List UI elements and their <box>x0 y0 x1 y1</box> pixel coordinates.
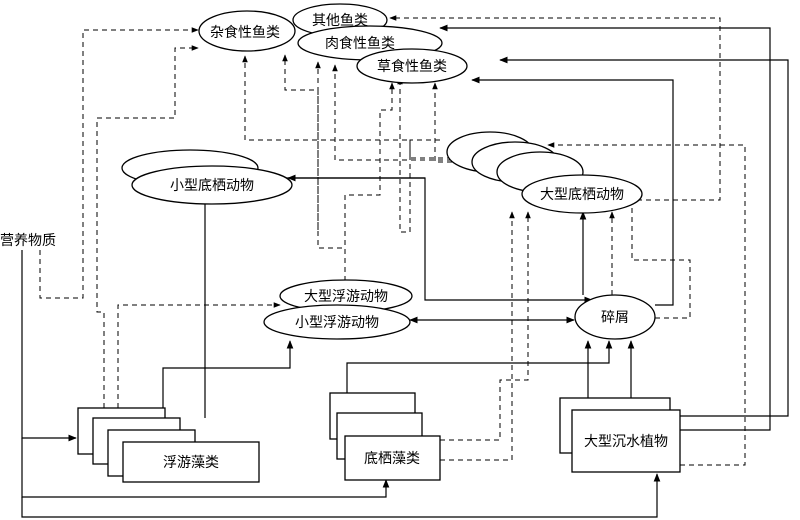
carnivorous-fish-label: 肉食性鱼类 <box>325 35 395 52</box>
dashed-large-zoo-omnivore <box>282 54 319 230</box>
small-benthos-node[interactable] <box>131 165 293 205</box>
flow-macrophytes-herbivorous-fish <box>499 56 789 417</box>
benthic-algae-label: 底栖藻类 <box>364 451 420 467</box>
large-benthos-node[interactable] <box>521 174 643 214</box>
dashed-benthic-algae-large-benthos-2 <box>395 211 531 441</box>
detritus-node[interactable] <box>574 294 656 340</box>
dashed-benthic-algae-large-benthos <box>440 211 515 461</box>
phytoplankton-box[interactable] <box>122 441 260 483</box>
small-benthos-label: 小型底栖动物 <box>170 178 254 194</box>
large-benthos-label: 大型底栖动物 <box>540 187 624 203</box>
zooplankton-group: 大型浮游动物 小型浮游动物 <box>263 279 413 340</box>
flow-benthic-algae-detritus <box>346 340 613 393</box>
detritus-label: 碎屑 <box>601 310 629 326</box>
dashed-phytoplankton-omnivore-2 <box>96 45 199 408</box>
macrophytes-box[interactable] <box>571 409 681 473</box>
herbivorous-fish-label: 草食性鱼类 <box>377 58 447 75</box>
fish-cluster: 其他鱼类 杂食性鱼类 肉食性鱼类 草食性鱼类 <box>198 3 468 84</box>
macrophytes-stack: 大型沉水植物 <box>559 397 681 473</box>
herbivorous-fish-node[interactable] <box>356 48 468 84</box>
macrophytes-label: 大型沉水植物 <box>584 434 668 450</box>
small-zooplankton-label: 小型浮游动物 <box>295 315 379 331</box>
dashed-large-zoo-herbivore <box>397 77 440 233</box>
small-benthos-group: 小型底栖动物 <box>121 149 293 205</box>
phytoplankton-stack: 浮游藻类 <box>77 407 260 483</box>
benthic-algae-box[interactable] <box>344 435 441 481</box>
flow-macrophytes-fish <box>439 24 771 431</box>
phytoplankton-label: 浮游藻类 <box>163 455 219 471</box>
flow-nutrients-benthic-algae <box>21 438 390 498</box>
flow-nutrients-phytoplankton <box>21 250 77 442</box>
omnivorous-fish-label: 杂食性鱼类 <box>210 24 280 41</box>
flow-detritus-herbivorous-fish <box>471 76 674 306</box>
benthic-algae-stack: 底栖藻类 <box>329 392 441 481</box>
omnivorous-fish-node[interactable] <box>198 10 296 52</box>
flow-nutrients-macrophytes <box>21 473 661 518</box>
dashed-to-zooplankton <box>117 302 281 408</box>
other-fish-label: 其他鱼类 <box>312 12 368 29</box>
dashed-macrophytes-other-fish <box>547 142 746 466</box>
large-zooplankton-label: 大型浮游动物 <box>304 289 388 305</box>
nutrients-label: 营养物质 <box>0 233 56 249</box>
flow-phytoplankton-zooplankton <box>162 340 294 408</box>
dashed-phytoplankton-omnivore <box>39 27 199 299</box>
dashed-detritus-other-fish <box>389 15 721 319</box>
dashed-zooplankton-fish <box>344 82 395 290</box>
small-zooplankton-node[interactable] <box>263 304 411 340</box>
dashed-zooplankton-fish-2 <box>315 61 346 290</box>
large-benthos-group: 大型底栖动物 <box>446 131 643 214</box>
